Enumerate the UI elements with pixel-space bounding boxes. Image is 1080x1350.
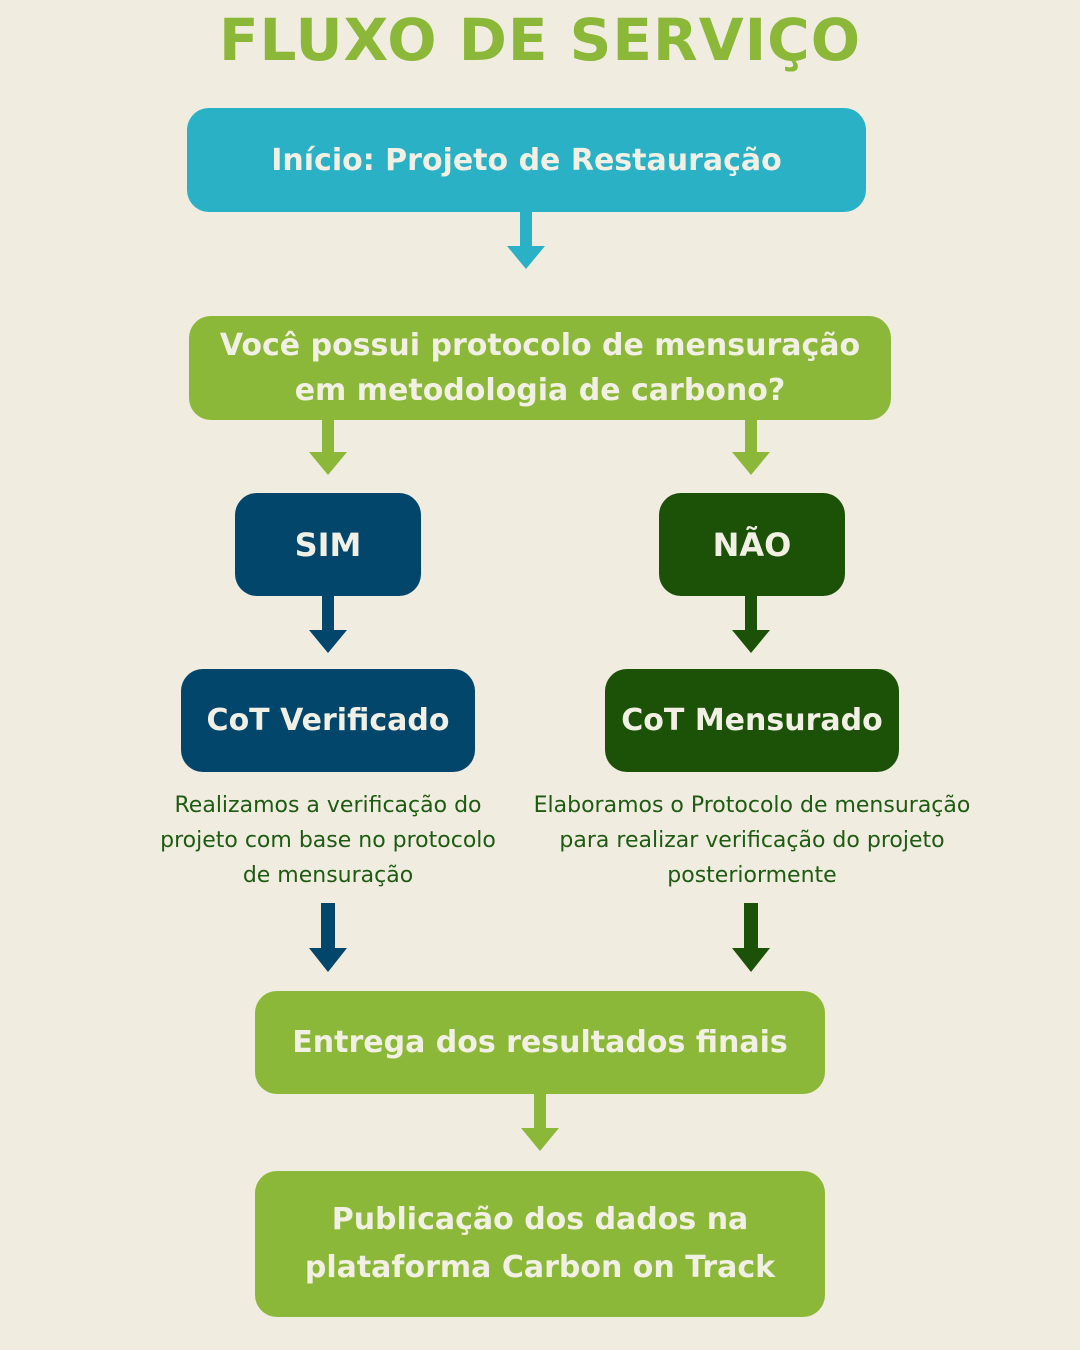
arrow-question-to-yes — [309, 420, 347, 475]
yes-node-label: SIM — [294, 525, 362, 564]
measured-description: Elaboramos o Protocolo de mensuração par… — [533, 793, 971, 888]
publication-node-label: Publicação dos dados na plataforma Carbo… — [304, 1202, 776, 1285]
start-node: Início: Projeto de Restauração — [187, 108, 866, 212]
arrow-yes-to-verified — [309, 596, 347, 653]
verified-node: CoT Verificado — [181, 669, 475, 772]
verified-description: Realizamos a verificação do projeto com … — [160, 793, 496, 888]
question-node-label: Você possui protocolo de mensuração em m… — [219, 328, 861, 408]
start-node-label: Início: Projeto de Restauração — [271, 142, 782, 178]
arrow-no-to-measured — [732, 596, 770, 653]
arrow-verified-to-delivery — [309, 903, 347, 972]
question-node: Você possui protocolo de mensuração em m… — [189, 316, 891, 420]
publication-node: Publicação dos dados na plataforma Carbo… — [255, 1171, 825, 1317]
delivery-node-label: Entrega dos resultados finais — [292, 1025, 788, 1060]
measured-node: CoT Mensurado — [605, 669, 899, 772]
no-node-label: NÃO — [712, 525, 792, 564]
arrow-question-to-no — [732, 420, 770, 475]
arrow-delivery-to-publication — [521, 1094, 559, 1151]
verified-node-label: CoT Verificado — [206, 703, 450, 738]
delivery-node: Entrega dos resultados finais — [255, 991, 825, 1094]
yes-node: SIM — [235, 493, 421, 596]
page-title: FLUXO DE SERVIÇO — [218, 6, 862, 74]
measured-node-label: CoT Mensurado — [621, 703, 883, 738]
no-node: NÃO — [659, 493, 845, 596]
arrow-start-to-question — [507, 212, 545, 269]
arrow-measured-to-delivery — [732, 903, 770, 972]
